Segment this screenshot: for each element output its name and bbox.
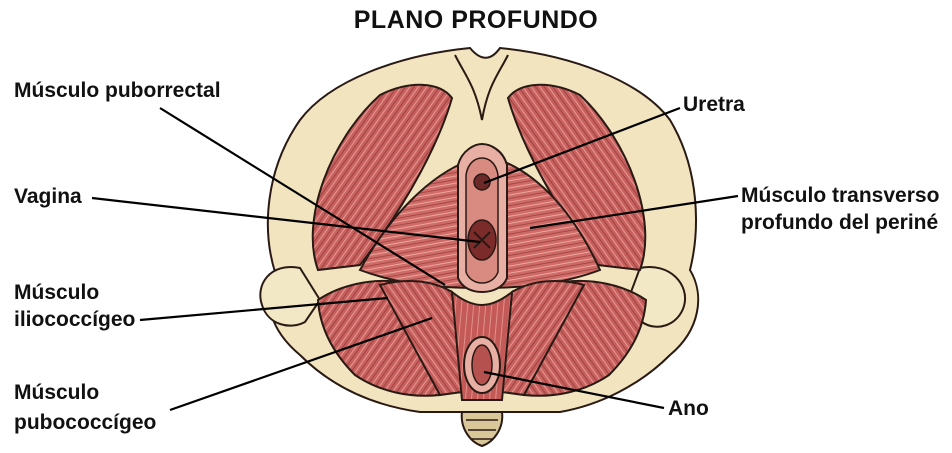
label-uretra: Uretra xyxy=(683,92,745,118)
label-pubococcigeo-line1: Músculo xyxy=(14,380,99,406)
label-vagina: Vagina xyxy=(14,184,82,210)
label-transverso-line2: profundo del periné xyxy=(741,210,938,236)
label-iliococcigeo-line2: iliococcígeo xyxy=(14,307,135,333)
label-iliococcigeo-line1: Músculo xyxy=(14,280,99,306)
label-transverso-line1: Músculo transverso xyxy=(741,183,939,209)
urogenital-hiatus xyxy=(458,144,507,292)
label-pubococcigeo-line2: pubococcígeo xyxy=(14,410,156,436)
label-ano: Ano xyxy=(668,396,709,422)
anal-opening xyxy=(464,337,500,393)
label-musculo-puborrectal: Músculo puborrectal xyxy=(14,78,221,104)
